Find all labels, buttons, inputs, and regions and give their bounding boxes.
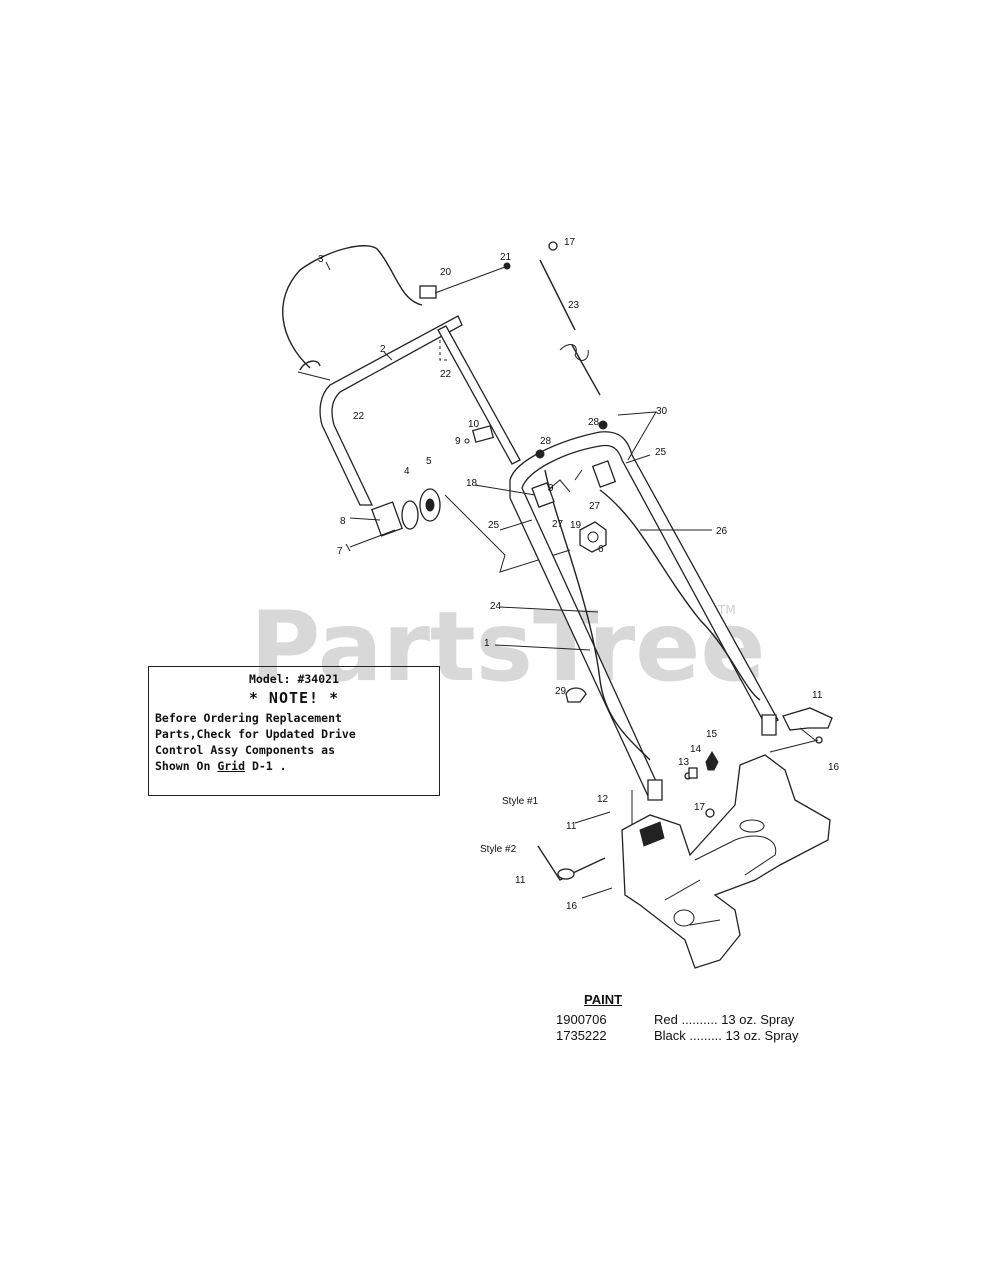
paint-title: PAINT [584,992,623,1007]
watermark: PartsTree [250,591,765,703]
callout-14: 14 [690,744,702,755]
callout-17a: 17 [564,237,576,248]
callout-22b: 22 [353,411,365,422]
note-line-4-prefix: Shown On [155,759,218,773]
callout-20: 20 [440,267,452,278]
note-model: Model: #34021 [248,672,339,686]
callout-5: 5 [426,456,432,467]
callout-16a: 16 [828,762,840,773]
cable-3 [282,245,423,369]
callout-2: 2 [380,344,386,355]
bracket-20 [419,285,437,299]
callout-30: 30 [656,406,668,417]
callout-9a: 9 [455,436,461,447]
bolt-16-right [769,739,819,753]
note-line-2: Parts,Check for Updated Drive [155,727,356,741]
callout-13: 13 [678,757,690,768]
callout-19: 19 [570,520,582,531]
deck-housing [621,754,831,969]
style-2-label: Style #2 [480,844,517,855]
callout-11a: 11 [812,690,823,701]
callout-27b: 27 [589,501,601,512]
callout-11c: 11 [515,875,526,886]
callout-26: 26 [716,526,728,537]
note-line-1: Before Ordering Replacement [155,711,342,725]
watermark-tm: TM [717,603,736,617]
nut-17-top [548,241,558,251]
callout-7: 7 [337,546,343,557]
callout-15: 15 [706,729,718,740]
bushing-14 [688,767,698,779]
style-1-label: Style #1 [502,796,539,807]
knob-28a [535,449,545,459]
note-line-4: Shown On Grid D-1 . [155,758,433,774]
knob-28b [598,420,608,430]
paint-row: 1900706 Red .......... 13 oz. Spray [556,1012,856,1028]
callout-3: 3 [318,254,324,265]
spring-15 [705,751,719,771]
spring-11-right [782,707,833,731]
bolt-7 [349,529,396,548]
note-box: Model: #34021 * NOTE! * Before Ordering … [148,666,440,796]
paint-table: PAINT 1900706 Red .......... 13 oz. Spra… [556,992,856,1044]
callout-9b: 9 [548,483,554,494]
callout-24: 24 [490,601,502,612]
callout-1: 1 [484,638,490,649]
callout-23: 23 [568,300,580,311]
nut-6 [579,521,607,553]
callout-12: 12 [597,794,609,805]
cable-26 [599,489,761,701]
callout-28a: 28 [540,436,552,447]
callout-18: 18 [466,478,478,489]
nut-21 [503,262,511,270]
callout-16b: 16 [566,901,578,912]
bracket-18 [531,482,555,508]
callout-21: 21 [500,252,512,263]
callout-25a: 25 [655,447,667,458]
callout-22a: 22 [440,369,452,380]
callout-17b: 17 [694,802,706,813]
callout-27a: 27 [552,519,564,530]
note-body: Before Ordering Replacement Parts,Check … [155,710,433,774]
bolt-12 [574,811,611,824]
lower-handle-1 [509,431,779,797]
paint-desc: Black ......... 13 oz. Spray [654,1028,799,1043]
callout-25b: 25 [488,520,500,531]
nut-17-bottom [705,808,715,818]
note-grid-ref: D-1 . [245,759,287,773]
paint-code: 1735222 [556,1028,607,1043]
callout-11b: 11 [566,821,577,832]
paint-code: 1900706 [556,1012,607,1027]
paint-row: 1735222 Black ......... 13 oz. Spray [556,1028,856,1044]
clip-10 [471,425,495,443]
upper-handle-2 [319,315,463,506]
bracket-30 [591,460,617,488]
callout-10: 10 [468,419,480,430]
part-29 [565,687,587,703]
cable-24 [544,469,651,761]
paint-desc: Red .......... 13 oz. Spray [654,1012,795,1027]
callout-6: 6 [598,544,604,555]
note-heading: * NOTE! * [248,689,340,707]
callout-28b: 28 [588,417,600,428]
rod-23 [539,259,601,396]
note-line-3: Control Assy Components as [155,743,336,757]
note-grid-word: Grid [217,759,246,773]
callout-4: 4 [404,466,410,477]
callout-29: 29 [555,686,567,697]
bolt-16-left [581,887,613,899]
callout-8: 8 [340,516,346,527]
knob-4 [401,500,419,530]
